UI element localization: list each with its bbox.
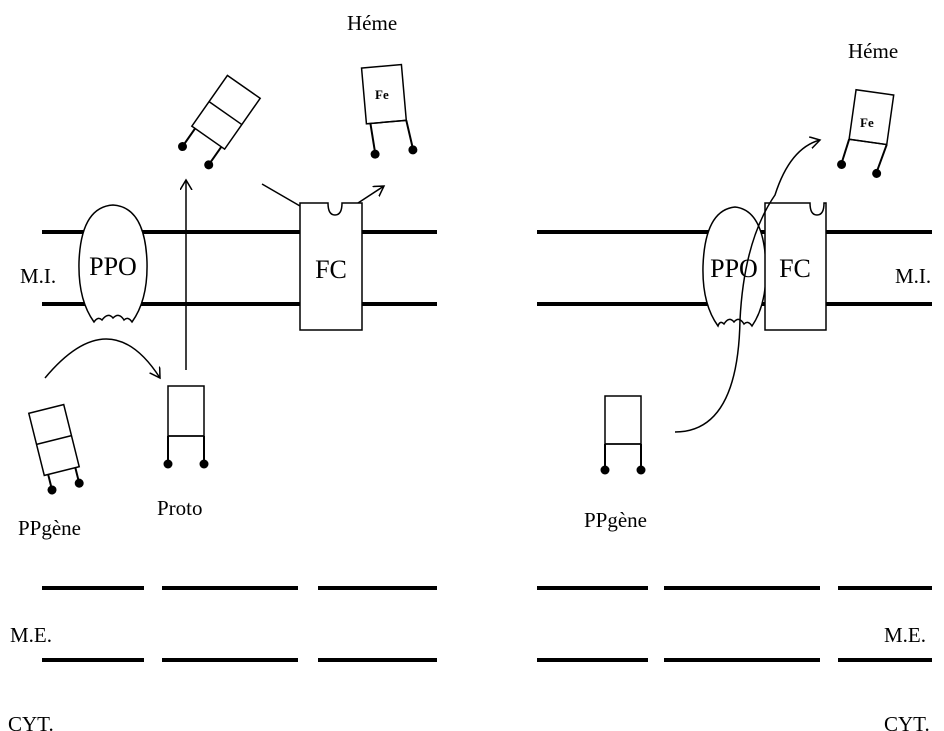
right-outer-membrane: [537, 588, 932, 660]
right-panel: PPO FC M.I. M.E. CYT. PPgène Fe: [537, 39, 932, 731]
left-ppo-label: PPO: [89, 252, 137, 281]
left-fc-to-heme-arrow: [358, 186, 384, 203]
left-fe-label: Fe: [375, 87, 389, 102]
left-heme-molecule: [362, 64, 418, 159]
right-heme-label: Héme: [848, 39, 898, 63]
left-ppgene-molecule: [28, 404, 84, 495]
left-proto-label: Proto: [157, 496, 203, 520]
right-fe-label: Fe: [860, 115, 874, 130]
right-ppo-label: PPO: [710, 254, 758, 283]
left-cyt-label: CYT.: [8, 712, 54, 731]
left-ppgene-label: PPgène: [18, 516, 81, 540]
left-top-proto-molecule: [176, 75, 260, 171]
left-fc-label: FC: [315, 255, 347, 284]
right-me-label: M.E.: [884, 623, 926, 647]
left-me-label: M.E.: [10, 623, 52, 647]
left-panel: PPO FC M.I. M.E. CYT. PPgène Pro: [8, 11, 437, 731]
left-proto-molecule: [164, 386, 209, 469]
right-ppgene-label: PPgène: [584, 508, 647, 532]
left-heme-label: Héme: [347, 11, 397, 35]
right-fc-label: FC: [779, 254, 811, 283]
left-ppgene-to-proto-arrow: [45, 339, 160, 378]
right-mi-label: M.I.: [895, 264, 931, 288]
left-mi-label: M.I.: [20, 264, 56, 288]
right-cyt-label: CYT.: [884, 712, 930, 731]
left-outer-membrane: [42, 588, 437, 660]
left-proto-to-fc-line: [262, 184, 300, 206]
right-heme-molecule: [836, 89, 894, 179]
right-ppgene-molecule: [601, 396, 646, 475]
